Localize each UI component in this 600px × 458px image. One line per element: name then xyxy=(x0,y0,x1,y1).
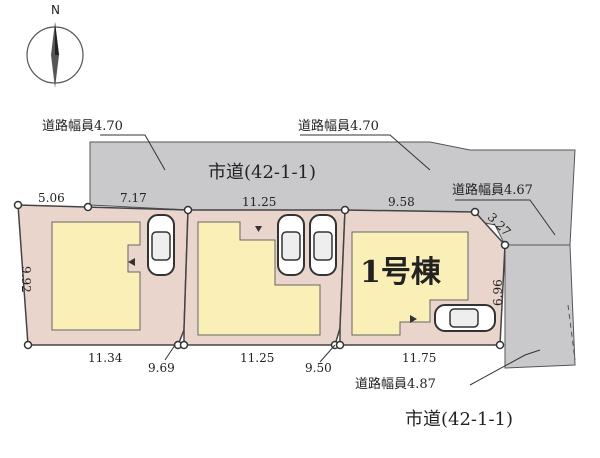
dim-lot3-top: 9.58 xyxy=(388,195,415,209)
dim-lot1-top-a: 5.06 xyxy=(38,191,65,205)
car-icon xyxy=(309,214,337,276)
north-compass-icon xyxy=(26,22,84,88)
road-width-middle: 道路幅員4.70 xyxy=(298,118,379,134)
north-label: N xyxy=(51,3,60,17)
road-name-top: 市道(42-1-1) xyxy=(208,162,316,183)
dim-lot1-left: 9.92 xyxy=(19,266,33,293)
leader-lines xyxy=(100,134,556,386)
entrance-marker-icon xyxy=(410,315,417,323)
road-right xyxy=(504,244,576,369)
dim-lot3-right: 6.96 xyxy=(491,279,505,306)
lot-3-building xyxy=(351,231,469,336)
dim-lot3-bottom: 11.75 xyxy=(402,351,436,365)
dim-lot2-top: 11.25 xyxy=(242,195,276,209)
road-edge-dashed xyxy=(567,304,576,361)
entrance-marker-icon xyxy=(255,226,262,232)
road-width-left: 道路幅員4.70 xyxy=(42,118,123,134)
dim-lot2-right: 9.50 xyxy=(305,361,332,375)
house-label: 1号棟 xyxy=(360,255,442,290)
road-name-bottom: 市道(42-1-1) xyxy=(405,409,513,430)
dim-lot1-right: 9.69 xyxy=(148,361,175,375)
dim-lot1-bottom: 11.34 xyxy=(88,351,123,365)
car-icon xyxy=(434,304,496,332)
lot-2-building xyxy=(197,221,321,336)
car-icon xyxy=(277,214,305,276)
dim-lot1-top-b: 7.17 xyxy=(120,191,147,205)
dim-lot2-bottom: 11.25 xyxy=(240,351,274,365)
road-width-right: 道路幅員4.67 xyxy=(452,182,533,198)
lot-1-building xyxy=(51,221,141,331)
road-width-bottom: 道路幅員4.87 xyxy=(355,376,436,392)
entrance-marker-icon xyxy=(128,258,135,266)
lot-corner-points xyxy=(13,200,510,350)
car-icon xyxy=(147,214,175,276)
